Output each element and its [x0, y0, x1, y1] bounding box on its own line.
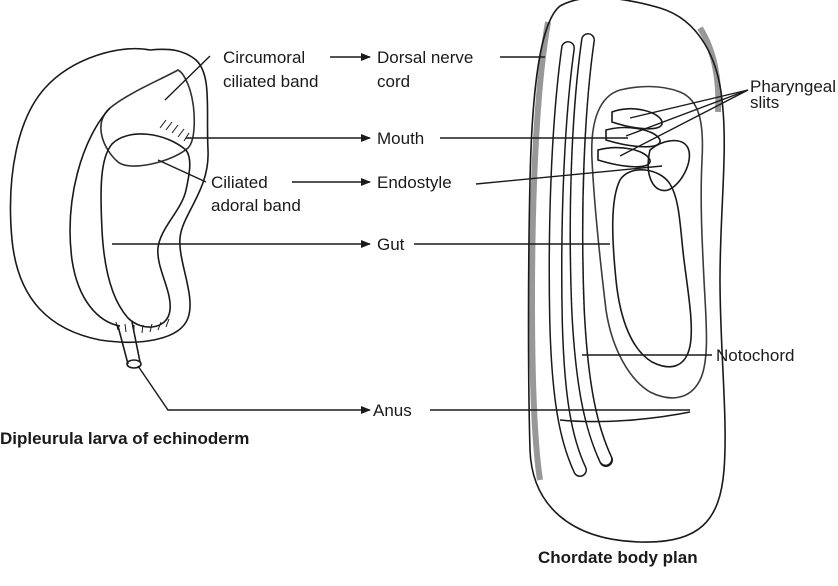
- label-anus: Anus: [373, 401, 412, 420]
- circumoral-leader: [164, 55, 211, 101]
- label-pharyngeal-line2: slits: [750, 93, 779, 112]
- label-notochord: Notochord: [716, 346, 794, 365]
- chordate-outer-body: [527, 0, 726, 543]
- pharyngeal-leader: [619, 89, 749, 157]
- labels: Circumoral ciliated band Dorsal nerve co…: [0, 48, 836, 567]
- label-circumoral-line2: ciliated band: [223, 72, 318, 91]
- pharyngeal-slit: [605, 126, 661, 148]
- nerve-cord-core: [550, 42, 586, 476]
- endostyle-leader: [475, 165, 663, 185]
- larva-gut: [100, 133, 191, 328]
- larva-anus-opening: [126, 359, 142, 369]
- larva-adoral-bristles: [159, 119, 190, 142]
- dipleurula-larva-drawing: [9, 47, 209, 369]
- label-mouth: Mouth: [377, 129, 424, 148]
- pharyngeal-leader: [629, 89, 749, 119]
- leader-lines: [112, 53, 749, 414]
- larva-outer-body: [9, 47, 209, 343]
- chordate-gut: [611, 169, 693, 368]
- larva-inner-outline: [69, 107, 121, 327]
- larva-circumoral-band: [100, 69, 196, 167]
- label-adoral-line1: Ciliated: [211, 173, 268, 192]
- pharyngeal-slit: [597, 146, 651, 168]
- label-gut: Gut: [377, 235, 405, 254]
- chordate-right-edge: [697, 26, 722, 113]
- larva-anus-tube: [117, 321, 141, 365]
- chordate-tail-line: [559, 411, 691, 423]
- label-adoral-line2: adoral band: [211, 196, 301, 215]
- larva-bottom-fringe: [115, 318, 170, 334]
- caption-larva: Dipleurula larva of echinoderm: [0, 429, 249, 448]
- chordate-drawing: [527, 0, 726, 543]
- pharyngeal-leader: [625, 89, 749, 137]
- chordate-dorsal-edge: [528, 21, 551, 481]
- label-endostyle: Endostyle: [377, 173, 452, 192]
- label-dorsal-line1: Dorsal nerve: [377, 48, 473, 67]
- adoral-leader: [157, 159, 207, 183]
- chordate-pharynx: [590, 85, 708, 399]
- label-dorsal-line2: cord: [377, 72, 410, 91]
- anus-arrow: [137, 365, 371, 414]
- endostyle-mark: [647, 139, 691, 192]
- label-pharyngeal-line1: Pharyngeal: [750, 77, 836, 96]
- caption-chordate: Chordate body plan: [538, 548, 698, 567]
- label-circumoral-line1: Circumoral: [223, 48, 305, 67]
